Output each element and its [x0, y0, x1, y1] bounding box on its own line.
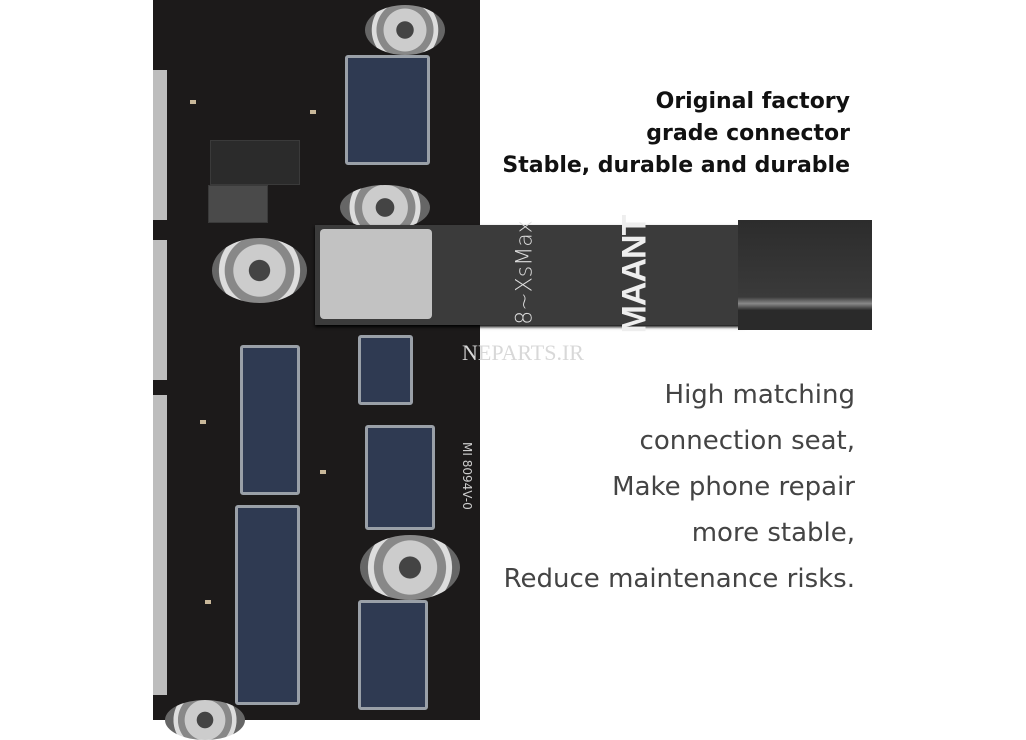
chip [210, 140, 300, 185]
brand-logo: MAANT [615, 215, 654, 334]
headline-line: grade connector [646, 121, 850, 146]
component [320, 470, 326, 474]
board-edge [153, 70, 167, 220]
cable-plug [738, 220, 872, 330]
description-line: more stable, [691, 518, 855, 548]
component [190, 100, 196, 104]
description: High matching connection seat, Make phon… [504, 372, 855, 602]
board-connector [358, 335, 413, 405]
circuit-board [153, 0, 480, 720]
cable-connector-pad [320, 229, 432, 319]
screw-standoff [360, 535, 460, 600]
chip [208, 185, 268, 223]
cable-model-label: 8~XsMax [512, 220, 538, 325]
description-line: Reduce maintenance risks. [503, 564, 855, 594]
component [205, 600, 211, 604]
board-edge [153, 240, 167, 380]
board-edge [153, 395, 167, 695]
description-line: Make phone repair [612, 472, 855, 502]
board-connector [235, 505, 300, 705]
screw-standoff [340, 185, 430, 230]
component [200, 420, 206, 424]
board-connector [240, 345, 300, 495]
screw-standoff [212, 238, 307, 303]
board-marking: MI 8094V-0 [460, 442, 474, 510]
description-line: connection seat, [639, 426, 855, 456]
screw-standoff [365, 5, 445, 55]
headline-line: Original factory [655, 89, 850, 114]
board-connector [358, 600, 428, 710]
screw-standoff [165, 700, 245, 740]
headline: Original factory grade connector Stable,… [502, 86, 850, 182]
headline-line: Stable, durable and durable [502, 153, 850, 178]
component [310, 110, 316, 114]
board-connector [365, 425, 435, 530]
description-line: High matching [664, 380, 855, 410]
watermark: NEPARTS.IR [462, 340, 584, 365]
board-connector [345, 55, 430, 165]
